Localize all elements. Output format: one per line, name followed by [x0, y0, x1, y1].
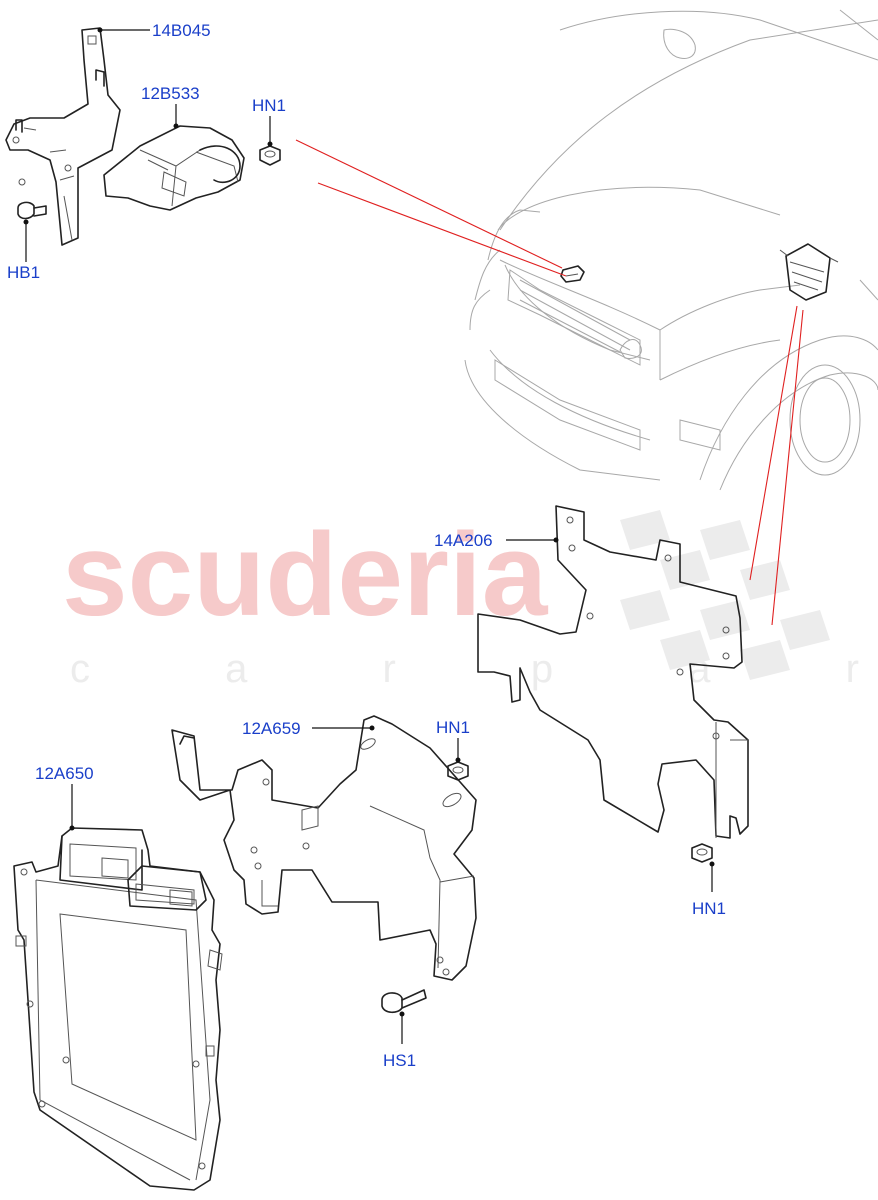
label-12a659: 12A659: [242, 719, 301, 738]
nut-hn1-right: [691, 843, 713, 863]
watermark-brand: scuderia: [62, 509, 549, 641]
label-hs1: HS1: [383, 1051, 416, 1070]
label-hn1-mid: HN1: [436, 718, 470, 737]
label-14b045: 14B045: [152, 21, 211, 40]
watermark-tagline: c a r p a r t s: [70, 647, 878, 691]
watermark: scuderia c a r p a r t s: [62, 509, 878, 691]
part-labels: 14B045 12B533 HN1 HB1 14A206 12A659 HN1 …: [7, 21, 726, 1070]
ecu-12a650: [13, 827, 223, 1191]
label-hn1-top: HN1: [252, 96, 286, 115]
bracket-12a659: [171, 715, 477, 981]
label-14a206: 14A206: [434, 531, 493, 550]
label-12a650: 12A650: [35, 764, 94, 783]
sensor-on-vehicle: [560, 265, 585, 283]
label-12b533: 12B533: [141, 84, 200, 103]
callout-line-1: [295, 139, 563, 269]
checker-flag-watermark: [620, 510, 830, 680]
callout-line-3: [749, 305, 798, 581]
control-module-on-vehicle: [779, 243, 839, 301]
bolt-hb1: [17, 201, 47, 220]
callout-line-4: [771, 309, 804, 626]
nut-hn1-top: [259, 145, 281, 166]
callout-line-2: [317, 182, 567, 277]
bracket-14b045: [5, 27, 121, 246]
label-hb1: HB1: [7, 263, 40, 282]
vehicle-outline: [464, 9, 878, 491]
callout-lines: [295, 139, 804, 626]
bracket-14a206: [477, 505, 749, 839]
module-12b533: [103, 125, 245, 211]
label-hn1-right: HN1: [692, 899, 726, 918]
bolt-hs1: [381, 989, 427, 1014]
